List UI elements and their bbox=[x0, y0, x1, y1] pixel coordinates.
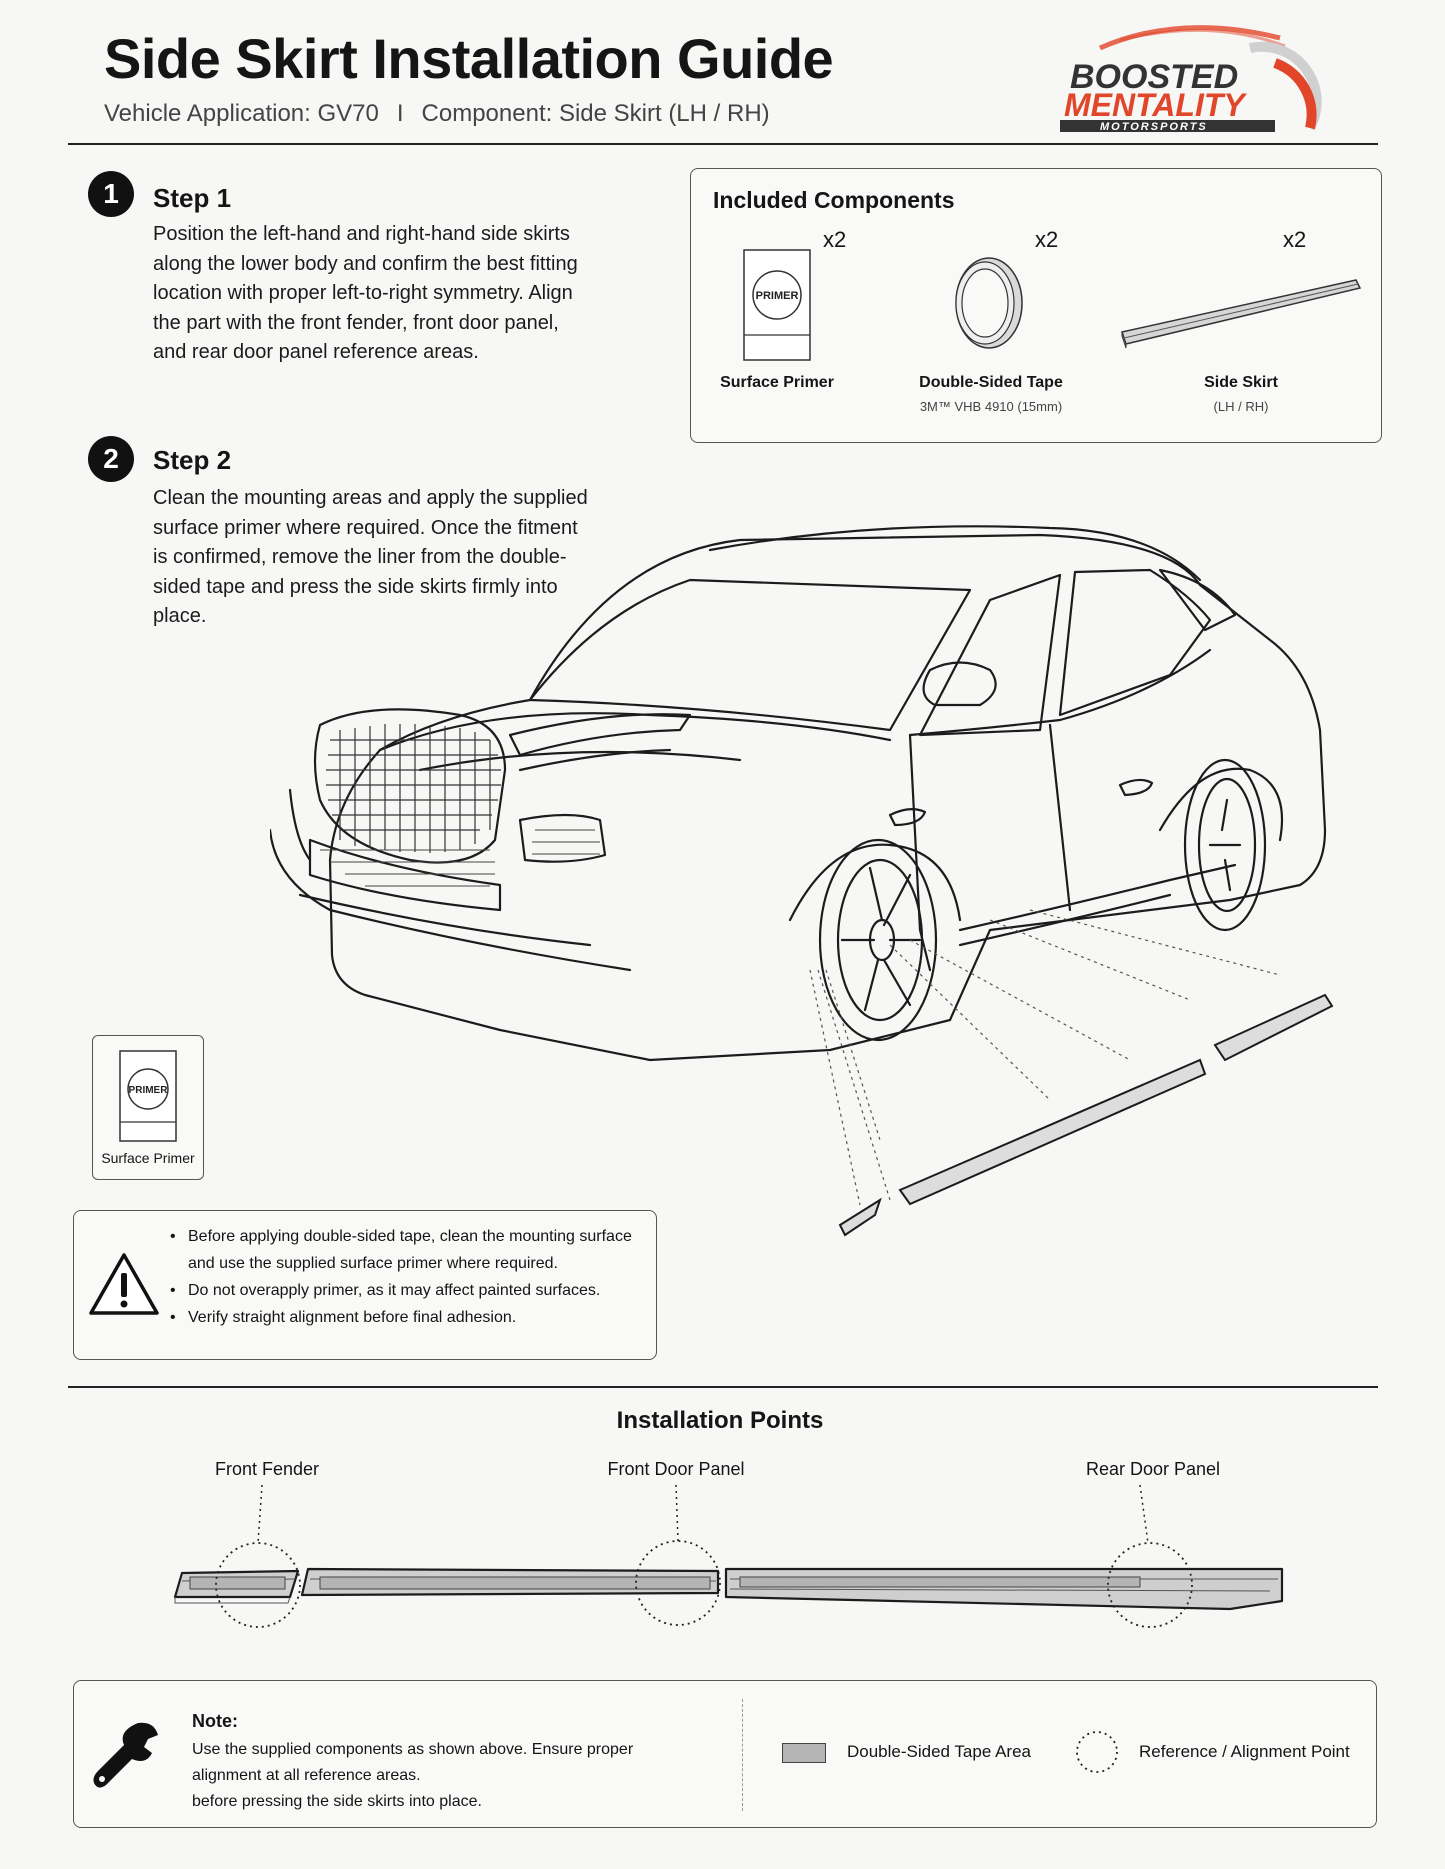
note-line: alignment at all reference areas. bbox=[192, 1767, 421, 1784]
components-title: Included Components bbox=[713, 187, 955, 213]
subtitle-separator: I bbox=[396, 100, 404, 127]
note-text: Use the supplied components as shown abo… bbox=[192, 1737, 672, 1815]
note-divider bbox=[742, 1699, 743, 1811]
page-subtitle: Vehicle Application: GV70 I Component: Sid… bbox=[104, 100, 770, 128]
step-2-text: Clean the mounting areas and apply the s… bbox=[153, 487, 588, 627]
step-1-title: Step 1 bbox=[153, 183, 232, 213]
primer-card: PRIMER Surface Primer bbox=[92, 1035, 204, 1180]
logo-text-mentality: MENTALITY bbox=[1064, 87, 1247, 123]
tape-area-swatch bbox=[782, 1743, 826, 1763]
point-label-front-door: Front Door Panel bbox=[607, 1459, 745, 1479]
step-2-title: Step 2 bbox=[153, 445, 232, 475]
brand-logo: BOOSTED MENTALITY MOTORSPORTS bbox=[1060, 25, 1322, 133]
point-label-front-fender: Front Fender bbox=[214, 1459, 320, 1479]
logo-text-boosted: BOOSTED bbox=[1070, 58, 1238, 96]
warning-list: Before applying double-sided tape, clean… bbox=[166, 1223, 636, 1331]
component-sub: 3M™ VHB 4910 (15mm) bbox=[919, 399, 1063, 414]
installation-points-diagram bbox=[173, 1485, 1284, 1628]
warning-triangle-icon bbox=[89, 1253, 159, 1315]
vehicle-illustration bbox=[270, 525, 1334, 1237]
primer-bottle-icon: PRIMER bbox=[743, 249, 811, 361]
component-label: Surface Primer bbox=[720, 374, 834, 391]
warning-item: Do not overapply primer, as it may affec… bbox=[166, 1277, 636, 1304]
note-line: Use the supplied components as shown abo… bbox=[192, 1741, 634, 1758]
included-components-panel: Included Components x2 PRIMER Surface Pr… bbox=[690, 168, 1382, 443]
step-2-number: 2 bbox=[88, 436, 134, 482]
legend-tape-area: Double-Sided Tape Area bbox=[847, 1742, 1031, 1761]
point-label-rear-door: Rear Door Panel bbox=[1085, 1459, 1221, 1479]
page-title: Side Skirt Installation Guide bbox=[104, 27, 834, 90]
wrench-icon bbox=[93, 1722, 158, 1788]
note-panel: Note: Use the supplied components as sho… bbox=[73, 1680, 1377, 1828]
note-line: before pressing the side skirts into pla… bbox=[192, 1793, 482, 1810]
component-qty: x2 bbox=[1035, 227, 1059, 252]
step-1-text: Position the left-hand and right-hand si… bbox=[153, 223, 578, 363]
component-qty: x2 bbox=[823, 227, 847, 252]
primer-badge-text: PRIMER bbox=[129, 1085, 169, 1096]
component-sub: (LH / RH) bbox=[1213, 399, 1269, 414]
warning-panel: Before applying double-sided tape, clean… bbox=[73, 1210, 657, 1360]
legend-reference-point: Reference / Alignment Point bbox=[1139, 1742, 1350, 1761]
header-divider bbox=[68, 143, 1378, 145]
side-skirt-icon bbox=[1121, 279, 1362, 349]
primer-badge-text: PRIMER bbox=[756, 290, 799, 302]
logo-text-motorsports: MOTORSPORTS bbox=[1100, 121, 1208, 133]
section-divider bbox=[68, 1386, 1378, 1388]
reference-point-icon bbox=[1076, 1731, 1118, 1773]
warning-item: Before applying double-sided tape, clean… bbox=[166, 1223, 636, 1277]
step-1-number: 1 bbox=[88, 171, 134, 217]
primer-bottle-icon: PRIMER bbox=[119, 1050, 177, 1142]
vehicle-application: Vehicle Application: GV70 bbox=[104, 100, 379, 127]
component-label: Side Skirt bbox=[1204, 374, 1278, 391]
warning-item: Verify straight alignment before final a… bbox=[166, 1304, 636, 1331]
component-qty: x2 bbox=[1283, 227, 1307, 252]
tape-roll-icon bbox=[955, 257, 1023, 349]
note-title: Note: bbox=[192, 1711, 238, 1731]
installation-points-title: Installation Points bbox=[616, 1407, 824, 1434]
primer-card-label: Surface Primer bbox=[101, 1150, 195, 1166]
component-label: Double-Sided Tape bbox=[919, 374, 1063, 391]
component-name: Component: Side Skirt (LH / RH) bbox=[421, 100, 770, 127]
